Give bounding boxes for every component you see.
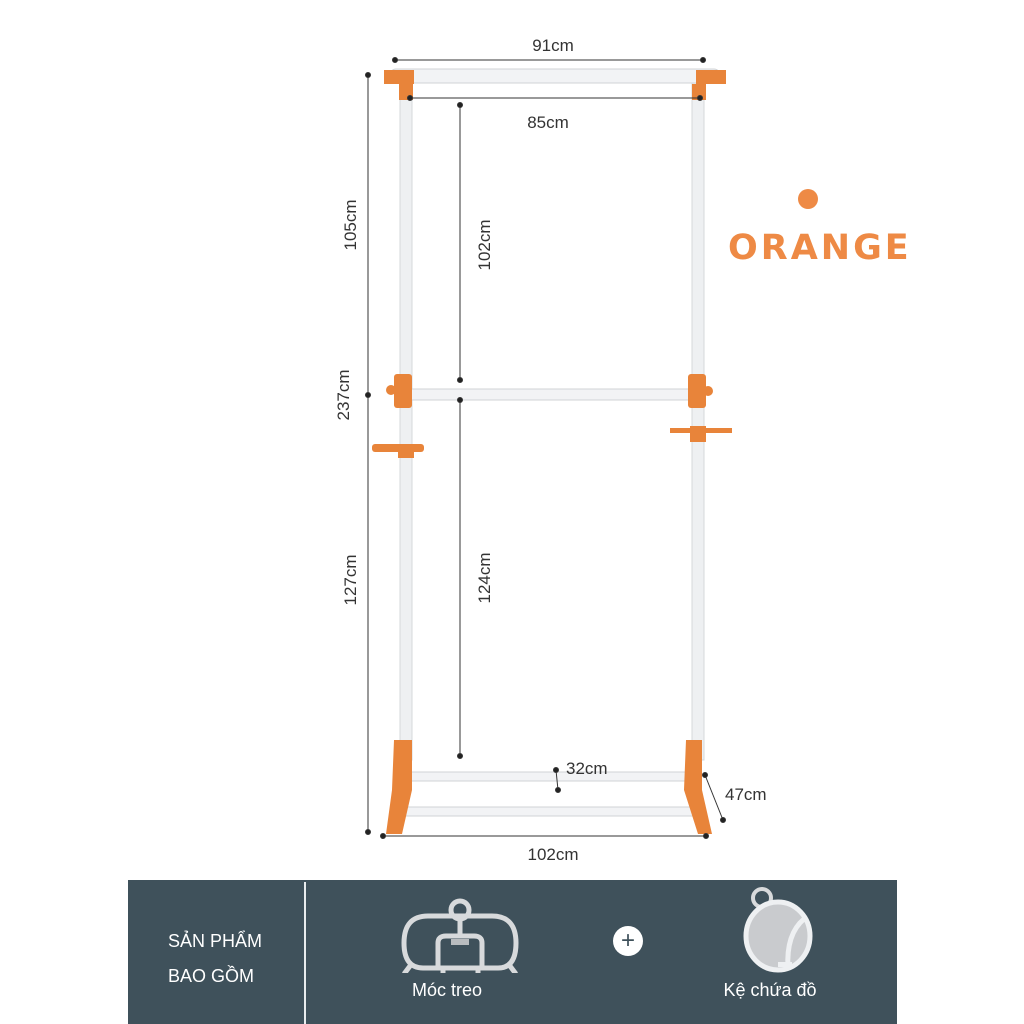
divider bbox=[304, 882, 306, 1024]
dim-depth: 47cm bbox=[725, 785, 767, 804]
hanger-hook-icon bbox=[401, 898, 519, 973]
color-label: ORANGE bbox=[728, 228, 912, 268]
dim-top-width: 91cm bbox=[532, 36, 574, 55]
color-swatch bbox=[798, 189, 818, 209]
clothes-rack bbox=[372, 68, 732, 834]
included-items-panel: SẢN PHẨM BAO GỒM Móc treo + Kệ chứa đồ bbox=[128, 880, 897, 1024]
plus-icon: + bbox=[613, 926, 643, 956]
dim-upper-inner-height: 102cm bbox=[475, 219, 494, 270]
item-label-hook: Móc treo bbox=[411, 980, 483, 1000]
dim-lower-inner-height: 124cm bbox=[475, 552, 494, 603]
item-label-tray: Kệ chứa đồ bbox=[723, 980, 817, 1000]
rack-diagram: 91cm 85cm 105cm 237cm 127cm 102cm 124cm … bbox=[334, 36, 767, 864]
included-heading: SẢN PHẨM BAO GỒM bbox=[168, 924, 262, 994]
dim-lower-height: 127cm bbox=[341, 554, 360, 605]
dim-inner-width: 85cm bbox=[527, 113, 569, 132]
storage-tray-icon bbox=[743, 887, 813, 973]
dim-bar-gap: 32cm bbox=[566, 759, 608, 778]
dim-base-width: 102cm bbox=[527, 845, 578, 864]
heading-line-2: BAO GỒM bbox=[168, 966, 255, 986]
dimension-lines bbox=[365, 57, 726, 839]
dim-total-height: 237cm bbox=[334, 369, 353, 420]
heading-line-1: SẢN PHẨM bbox=[168, 931, 263, 951]
dim-upper-height: 105cm bbox=[341, 199, 360, 250]
